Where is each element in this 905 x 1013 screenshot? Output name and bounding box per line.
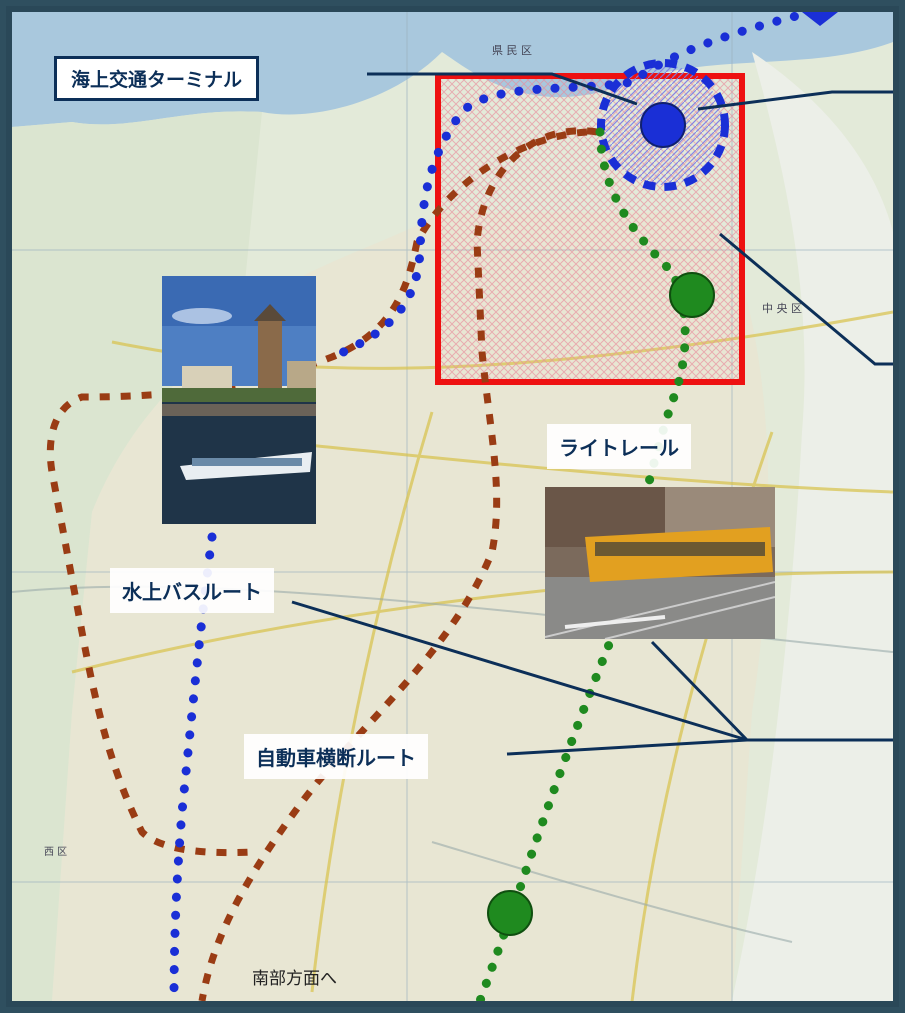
land-east xyxy=(732,52,893,1001)
map-text-west-district: 西 区 xyxy=(44,846,67,858)
car-route-label: 自動車横断ルート xyxy=(244,734,428,779)
map-frame: 県 民 区 中 央 区 西 区 xyxy=(6,6,899,1007)
tram-street-photo xyxy=(545,487,775,639)
water-bus-label: 水上バスルート xyxy=(110,568,274,613)
car-route-line xyxy=(46,127,598,1001)
transit-map: 県 民 区 中 央 区 西 区 xyxy=(12,12,893,1001)
central-zone-box xyxy=(435,73,745,385)
terminal-label: 海上交通ターミナル xyxy=(54,56,260,101)
light-rail-label: ライトレール xyxy=(547,424,691,469)
south-direction-label: 南部方面へ xyxy=(252,969,337,989)
map-text-central-district: 中 央 区 xyxy=(762,302,802,315)
boat-canal-photo xyxy=(162,276,316,524)
rail-station-marker-2 xyxy=(487,890,533,936)
rail-station-marker-1 xyxy=(669,272,715,318)
map-text-top-district: 県 民 区 xyxy=(492,44,532,57)
terminal-station-marker xyxy=(640,102,686,148)
leader-lines xyxy=(291,72,893,756)
route-arrow xyxy=(802,12,838,26)
